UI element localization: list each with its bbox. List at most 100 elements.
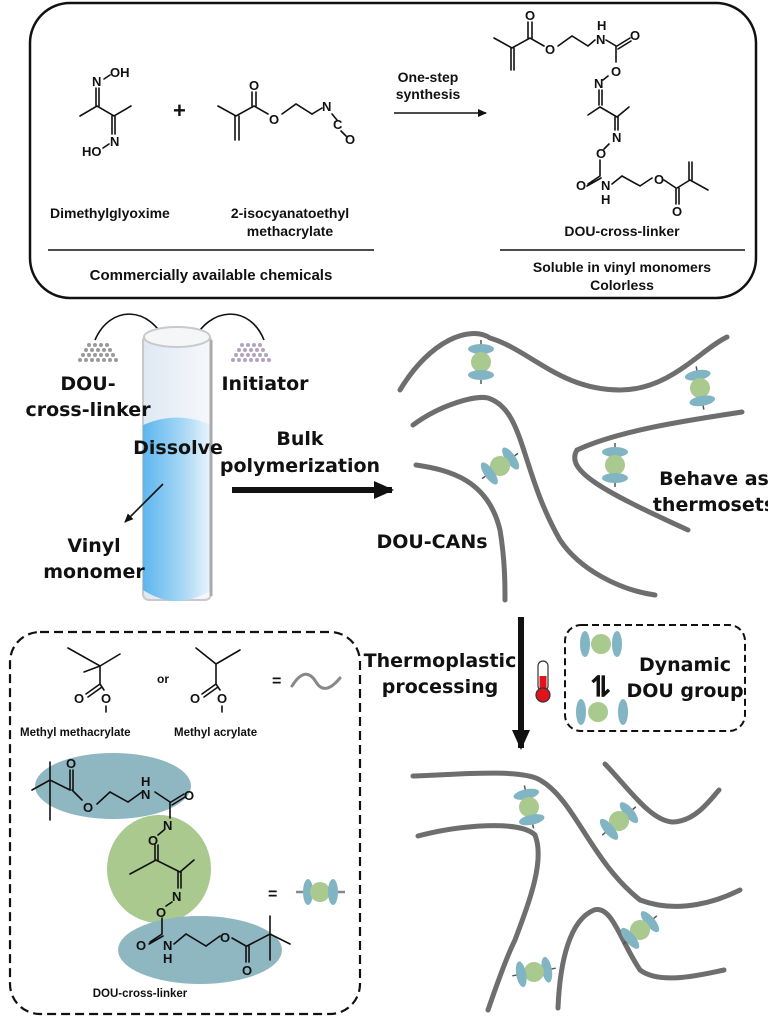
atom-label: OH (110, 65, 130, 80)
atom-label: O (242, 963, 252, 978)
dissolve-label: Dissolve (133, 437, 223, 459)
carbamate-highlight (118, 916, 282, 984)
polymer-chain (397, 331, 730, 393)
dou-symbol-icon (296, 879, 345, 905)
atom-label: N (596, 32, 605, 47)
atom-label: N (601, 178, 610, 193)
plus-sign: + (173, 98, 186, 123)
atom-label: O (83, 800, 93, 815)
atom-label: O (345, 132, 355, 147)
equals-sign: = (268, 886, 277, 903)
product-name: DOU-cross-linker (564, 223, 680, 239)
dou-crosslink (682, 363, 718, 413)
atom-label: O (611, 64, 621, 79)
crosslinker-label-line2: cross-linker (25, 399, 151, 421)
legend-panel-border (8, 630, 362, 1016)
dou-crosslink (601, 442, 629, 488)
bulk-polymerization-step: Bulk polymerization (220, 428, 394, 499)
dou-core-highlight (107, 815, 211, 923)
atom-label: O (184, 788, 194, 803)
polymer-chain (555, 907, 727, 1011)
atom-label: O (217, 691, 227, 706)
crosslinker-powder-icon (78, 343, 118, 362)
equals-sign: = (272, 673, 281, 690)
atom-label: N (612, 130, 621, 145)
atom-label: O (66, 756, 76, 771)
dynamic-label-line2: DOU group (626, 680, 743, 702)
atom-label: N (172, 889, 181, 904)
carbamate-highlight (35, 753, 191, 819)
polymer-chain (572, 409, 745, 533)
step1-label-line1: Bulk (276, 428, 324, 450)
dimethylglyoxime-structure: N OH HO N (79, 65, 132, 159)
dou-crosslink (467, 339, 495, 385)
crosslinker-legend-label: DOU-cross-linker (93, 988, 188, 1000)
atom-label: O (672, 204, 682, 219)
atom-label: N (92, 74, 101, 89)
atom-label: N (322, 99, 331, 114)
atom-label: C (333, 117, 343, 132)
polymer-chain (602, 761, 722, 825)
dou-can-network: DOU-CANs Behave as thermosets (376, 331, 768, 603)
atom-label: N (110, 134, 119, 149)
atom-label: O (148, 833, 158, 848)
step2-label-line1: Thermoplastic (364, 650, 517, 672)
or-label: or (157, 672, 169, 686)
behaviour-label-line1: Behave as (659, 468, 768, 490)
legend-panel: O O or O O = Methyl methacrylate Methyl … (8, 630, 362, 1016)
atom-label: O (249, 78, 259, 93)
step2-label-line2: processing (382, 676, 498, 698)
network-label: DOU-CANs (376, 531, 487, 553)
reactant1-name: Dimethylglyoxime (50, 205, 170, 221)
reaction-label-line2: synthesis (396, 86, 461, 102)
monomer-label-line2: monomer (43, 561, 145, 583)
atom-label: HO (82, 144, 102, 159)
isocyanatoethyl-methacrylate-structure: O O N C O (217, 78, 355, 147)
dou-crosslink (509, 954, 559, 990)
thermometer-icon (535, 660, 551, 703)
dou-crosslinker-structure: O O H N O O N N O O N H O O (493, 8, 709, 219)
atom-label: O (190, 691, 200, 706)
initiator-powder-icon (231, 343, 271, 362)
atom-label: H (141, 774, 150, 789)
tube-opening (143, 326, 211, 348)
atom-label: O (156, 905, 166, 920)
tube-liquid (143, 417, 211, 601)
dou-crosslink (614, 905, 666, 955)
polymer-chain (410, 770, 743, 909)
behaviour-label-line2: thermosets (653, 494, 768, 516)
synthesis-panel: N OH HO N + O O N C O Dimethylglyoxime 2… (28, 1, 758, 300)
dou-crosslink (473, 441, 527, 491)
atom-label: O (220, 930, 230, 945)
footer-right-line1: Soluble in vinyl monomers (533, 259, 711, 275)
dou-dissociated-icon (576, 699, 628, 725)
dou-crosslinker-legend-structure: O O H N O N O N O N H O O O (31, 756, 291, 978)
test-tube-section: DOU- cross-linker Initiator Dissolve Vin… (25, 313, 309, 601)
atom-label: O (136, 938, 146, 953)
atom-label: H (601, 192, 610, 207)
atom-label: O (74, 691, 84, 706)
footer-right-line2: Colorless (590, 277, 654, 293)
atom-label: H (597, 18, 606, 33)
polymer-chain-symbol (290, 672, 342, 690)
atom-label: N (141, 787, 150, 802)
atom-label: N (163, 938, 172, 953)
atom-label: O (654, 172, 664, 187)
atom-label: O (630, 28, 640, 43)
atom-label: O (545, 42, 555, 57)
synthesis-panel-border (28, 1, 758, 300)
atom-label: H (163, 951, 172, 966)
atom-label: N (163, 818, 172, 833)
initiator-label: Initiator (221, 373, 309, 395)
dou-crosslink (510, 782, 548, 832)
reactant2-name-line2: methacrylate (247, 223, 334, 239)
dou-bonded-icon (580, 631, 622, 657)
atom-label: O (525, 8, 535, 23)
polymer-chain (415, 823, 541, 1013)
polymer-chain (413, 462, 508, 603)
crosslinker-label-line1: DOU- (60, 373, 115, 395)
polymer-chain (410, 394, 658, 598)
methyl-acrylate-structure: O O (190, 647, 241, 713)
thermoplastic-processing-step: Thermoplastic processing ⇌ Dynamic DOU g… (364, 617, 746, 750)
